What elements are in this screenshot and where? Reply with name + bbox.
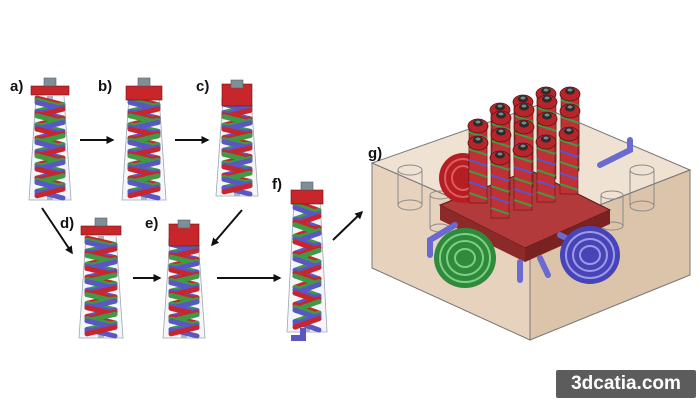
cap-nub <box>300 181 314 191</box>
array-cartridge <box>467 135 489 204</box>
helix-strand <box>292 239 322 253</box>
panel-label-f: f) <box>272 176 282 193</box>
panel-label-e: e) <box>145 215 158 232</box>
helix-strand <box>292 316 322 330</box>
cartridge-d <box>78 217 124 339</box>
helix-strand <box>292 290 322 305</box>
cap-nub <box>94 217 108 227</box>
arrow-f-to-g <box>332 210 364 241</box>
arrow-c-to-e <box>211 209 243 247</box>
cartridge-c <box>215 79 259 197</box>
panel-label-c: c) <box>196 78 209 95</box>
blue-coil <box>560 226 620 284</box>
cartridge-b <box>121 77 167 201</box>
helix-strand <box>292 205 322 219</box>
helix-strand <box>292 222 322 236</box>
helix-strand <box>292 213 322 228</box>
cap <box>290 189 324 205</box>
helix-strand <box>292 264 322 279</box>
panel-label-g: g) <box>368 145 382 162</box>
manifold-assembly <box>370 86 692 341</box>
cap-nub <box>177 219 191 229</box>
arrow-a-to-d <box>41 207 73 255</box>
helix-strand <box>292 247 322 262</box>
helix-strand <box>127 186 161 199</box>
array-cartridge <box>489 150 511 219</box>
cap <box>125 85 163 101</box>
cap-nub <box>137 77 151 87</box>
cap-nub <box>43 77 57 87</box>
cartridge-f <box>286 181 328 341</box>
panel-label-b: b) <box>98 78 112 95</box>
panel-label-a: a) <box>10 78 23 95</box>
watermark: 3dcatia.com <box>556 370 696 398</box>
helix-strand <box>292 281 322 296</box>
array-cartridge <box>512 142 534 211</box>
helix-strand <box>34 186 66 199</box>
sequence-arrows <box>41 136 364 282</box>
array-cartridge <box>558 126 580 195</box>
panel-label-d: d) <box>60 215 74 232</box>
cartridge-array <box>467 86 581 219</box>
cap <box>80 225 122 236</box>
helix-strand <box>221 183 253 195</box>
helix-strand <box>292 299 322 313</box>
array-cartridge <box>535 134 557 203</box>
cartridge-e <box>162 219 206 339</box>
watermark-text: 3dcatia.com <box>571 373 681 394</box>
cap <box>30 85 70 96</box>
helix-strand <box>292 273 322 287</box>
helix-strand <box>292 256 322 270</box>
helix-strand <box>84 324 118 337</box>
helix-strand <box>292 202 322 216</box>
helix-strand <box>168 324 200 337</box>
helix-strand <box>292 230 322 245</box>
helix-strand <box>292 307 322 322</box>
cartridge-a <box>28 77 72 201</box>
cap-nub <box>230 79 244 89</box>
outlet-pipe <box>291 328 306 341</box>
green-coil <box>434 228 496 288</box>
